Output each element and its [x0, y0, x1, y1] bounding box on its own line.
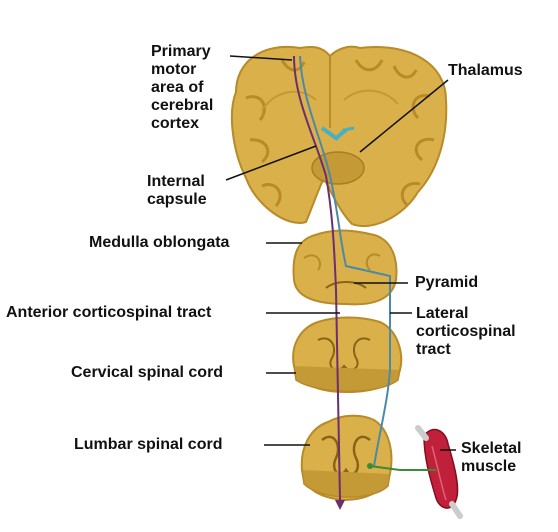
label-cervical-spinal-cord: Cervical spinal cord	[71, 364, 224, 381]
label-primary-motor-area: Primary motor area of cerebral cortex	[151, 43, 213, 133]
label-pyramid: Pyramid	[415, 274, 479, 291]
label-line: cortex	[151, 115, 200, 132]
label-line: area of	[151, 79, 204, 96]
medulla-section	[292, 229, 398, 306]
motor-neuron-cell-body	[367, 463, 373, 469]
label-line: Primary	[151, 43, 211, 60]
label-line: corticospinal	[416, 323, 516, 340]
label-anterior-corticospinal-tract: Anterior corticospinal tract	[6, 304, 212, 321]
label-lateral-corticospinal-tract: Lateral corticospinal tract	[416, 305, 516, 359]
label-medulla-oblongata: Medulla oblongata	[89, 234, 230, 251]
anterior-corticospinal-pathway	[293, 55, 341, 501]
label-lumbar-spinal-cord: Lumbar spinal cord	[74, 436, 223, 453]
label-skeletal-muscle: Skeletal muscle	[461, 440, 521, 476]
skeletal-muscle	[415, 425, 463, 519]
label-thalamus: Thalamus	[448, 62, 523, 79]
label-line: muscle	[461, 458, 517, 475]
lumbar-cord-section	[300, 414, 393, 502]
lateral-corticospinal-pathway	[299, 55, 391, 467]
cervical-cord-section	[292, 316, 403, 394]
pathway-arrowhead	[335, 500, 345, 510]
label-line: motor	[151, 61, 197, 78]
label-line: cerebral	[151, 97, 214, 114]
label-internal-capsule: Internal capsule	[147, 173, 207, 209]
label-line: Skeletal	[461, 440, 522, 457]
leader-lines	[225, 55, 456, 451]
label-line: capsule	[147, 191, 207, 208]
motor-neuron-axon	[369, 465, 436, 471]
label-line: tract	[416, 341, 451, 358]
label-line: Lateral	[416, 305, 469, 322]
brain-section	[230, 45, 448, 228]
label-line: Internal	[147, 173, 205, 190]
